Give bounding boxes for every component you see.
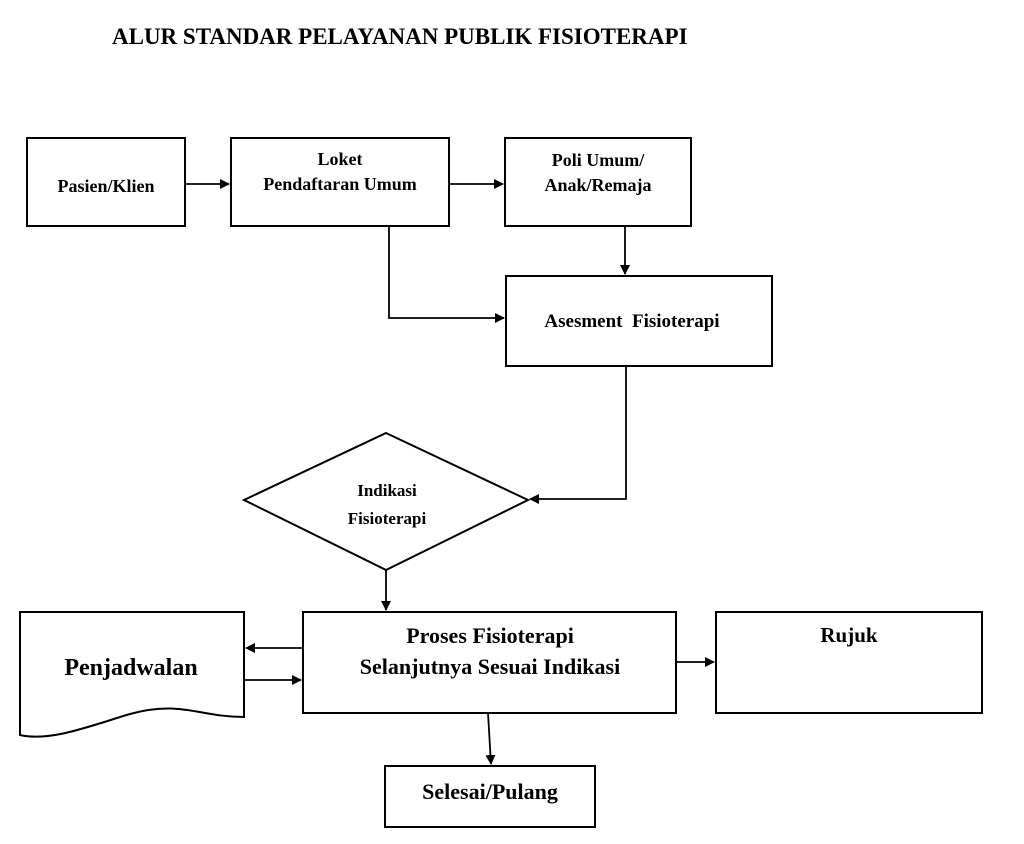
node-poli: Poli Umum/ Anak/Remaja [504,137,692,227]
page-title: ALUR STANDAR PELAYANAN PUBLIK FISIOTERAP… [112,24,688,49]
node-indikasi: Indikasi Fisioterapi [241,431,531,572]
arrow-proses-to-selesai [485,712,496,765]
node-loket-label-1: Loket [318,149,363,169]
node-selesai: Selesai/Pulang [384,765,596,828]
node-penjadwalan-label: Penjadwalan [64,655,197,681]
node-pasien: Pasien/Klien [26,137,186,227]
node-indikasi-label-2: Fisioterapi [348,509,427,528]
node-selesai-label: Selesai/Pulang [422,779,558,804]
node-proses-label-1: Proses Fisioterapi [406,623,574,648]
node-asesment-label: Asesment Fisioterapi [544,311,719,332]
node-indikasi-label-1: Indikasi [357,481,417,500]
node-penjadwalan: Penjadwalan [19,611,245,738]
node-asesment: Asesment Fisioterapi [505,275,773,367]
arrow-asesment-to-indikasi [529,366,627,504]
node-loket: Loket Pendaftaran Umum [230,137,450,227]
node-proses-label-2: Selanjutnya Sesuai Indikasi [360,654,620,679]
node-proses: Proses Fisioterapi Selanjutnya Sesuai In… [302,611,677,714]
node-poli-label-1: Poli Umum/ [552,150,645,170]
node-loket-label-2: Pendaftaran Umum [263,174,417,194]
node-poli-label-2: Anak/Remaja [545,175,652,195]
node-pasien-label: Pasien/Klien [57,176,154,196]
node-rujuk: Rujuk [715,611,983,714]
arrow-loket-to-asesment [388,226,505,323]
node-rujuk-label: Rujuk [820,623,878,647]
